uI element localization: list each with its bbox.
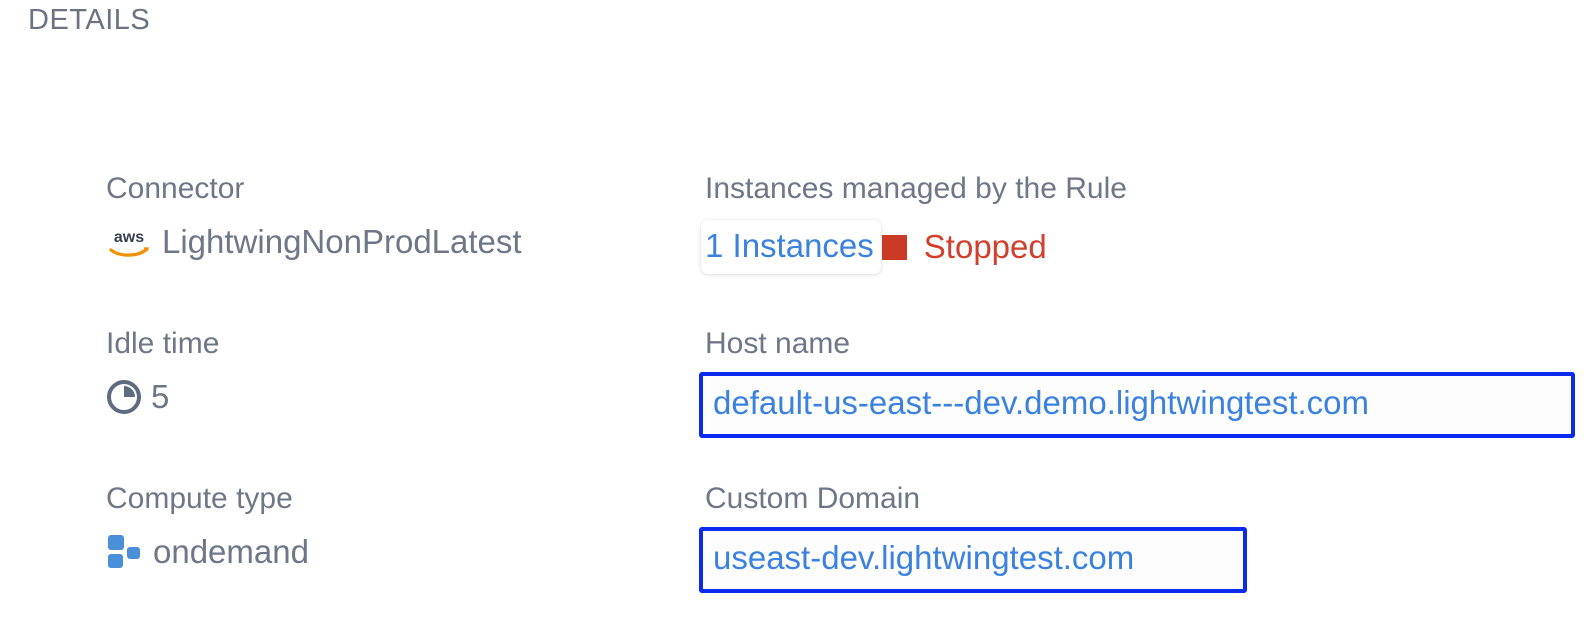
field-connector: Connector aws LightwingNonProdLatest	[106, 172, 522, 262]
custom-domain-highlight-box[interactable]: useast-dev.lightwingtest.com	[699, 527, 1247, 593]
instances-label: Instances managed by the Rule	[705, 172, 1127, 205]
svg-text:aws: aws	[114, 229, 144, 246]
field-instances: Instances managed by the Rule 1 Instance…	[701, 172, 1127, 274]
instances-value-row: 1 Instances Stopped	[701, 220, 1127, 274]
clock-icon	[107, 380, 141, 414]
detail-row: Connector aws LightwingNonProdLatest Ins…	[0, 172, 1596, 327]
page-title: DETAILS	[28, 4, 151, 36]
idle-time-value: 5	[151, 378, 170, 415]
connector-value-row: aws LightwingNonProdLatest	[106, 222, 522, 262]
field-custom-domain: Custom Domain useast-dev.lightwingtest.c…	[699, 482, 1247, 593]
host-name-highlight-box[interactable]: default-us-east---dev.demo.lightwingtest…	[699, 372, 1575, 438]
aws-logo-icon: aws	[109, 229, 150, 257]
compute-type-value: ondemand	[153, 533, 309, 570]
stopped-square-icon	[881, 234, 907, 260]
connector-label: Connector	[106, 172, 245, 205]
field-idle-time: Idle time 5	[106, 327, 219, 417]
idle-time-value-row: 5	[106, 377, 219, 417]
host-name-value[interactable]: default-us-east---dev.demo.lightwingtest…	[713, 384, 1370, 421]
connector-name: LightwingNonProdLatest	[162, 223, 522, 260]
custom-domain-value[interactable]: useast-dev.lightwingtest.com	[713, 539, 1135, 576]
idle-time-label: Idle time	[106, 327, 220, 360]
field-host-name: Host name default-us-east---dev.demo.lig…	[699, 327, 1575, 438]
field-compute-type: Compute type ondemand	[106, 482, 309, 572]
instances-count-link[interactable]: 1 Instances	[701, 220, 881, 274]
compute-blocks-icon	[108, 535, 140, 568]
detail-row: Idle time 5 Host name default-us-east---…	[0, 327, 1596, 482]
host-name-label: Host name	[705, 327, 851, 360]
detail-row: Compute type ondemand Custom Domain usea…	[0, 482, 1596, 637]
compute-type-value-row: ondemand	[106, 532, 309, 572]
details-grid: Connector aws LightwingNonProdLatest Ins…	[0, 172, 1596, 637]
custom-domain-label: Custom Domain	[705, 482, 921, 515]
status-badge: Stopped	[923, 228, 1047, 265]
compute-type-label: Compute type	[106, 482, 293, 515]
